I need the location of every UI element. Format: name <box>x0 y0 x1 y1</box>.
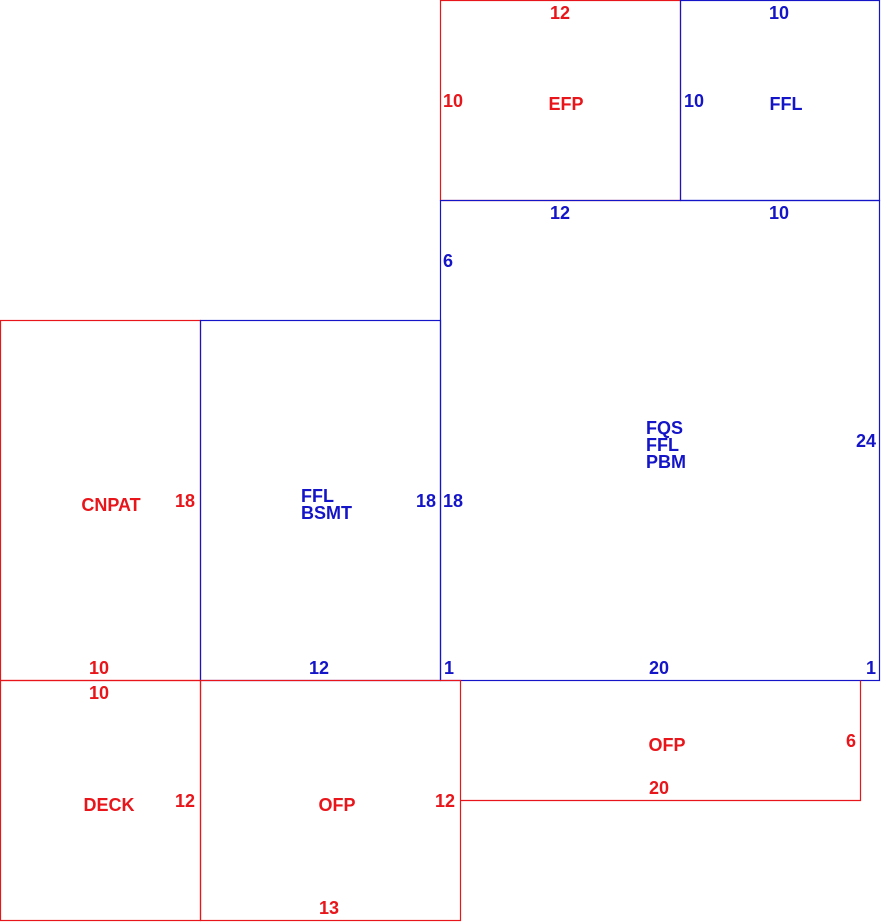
ofp-left-dim-right: 12 <box>435 791 455 811</box>
main-dim-bottom-right: 1 <box>866 658 876 678</box>
efp-dim-top: 12 <box>550 3 570 23</box>
cnpat-dim-bottom: 10 <box>89 658 109 678</box>
deck-label: DECK <box>83 795 134 815</box>
ofp-left-label: OFP <box>318 795 355 815</box>
ffl-top-label: FFL <box>770 94 803 114</box>
efp-label: EFP <box>548 94 583 114</box>
bsmt-label-ffl: FFL <box>301 486 334 506</box>
main-label-pbm: PBM <box>646 452 686 472</box>
bsmt-dim-right: 18 <box>416 491 436 511</box>
main-dim-bottom: 20 <box>649 658 669 678</box>
ofp-right-label: OFP <box>648 735 685 755</box>
ofp-right-outline <box>460 680 862 802</box>
main-dim-top-left: 12 <box>550 203 570 223</box>
deck-dim-top: 10 <box>89 683 109 703</box>
bsmt-dim-bottom: 12 <box>309 658 329 678</box>
cnpat-dim-right: 18 <box>175 491 195 511</box>
cnpat-label: CNPAT <box>81 495 140 515</box>
ofp-right-dim-right: 6 <box>846 731 856 751</box>
ffl-top-dim-top: 10 <box>769 3 789 23</box>
main-dim-right: 24 <box>856 431 876 451</box>
ofp-left-dim-bottom: 13 <box>319 898 339 918</box>
main-dim-top-right: 10 <box>769 203 789 223</box>
ffl-top-dim-left: 10 <box>684 91 704 111</box>
efp-dim-left: 10 <box>443 91 463 111</box>
ofp-right-dim-bottom: 20 <box>649 778 669 798</box>
main-dim-left-lower: 18 <box>443 491 463 511</box>
bsmt-label-bsmt: BSMT <box>301 503 352 523</box>
main-dim-left-upper: 6 <box>443 251 453 271</box>
main-label-ffl: FFL <box>646 435 679 455</box>
main-dim-bottom-left: 1 <box>444 658 454 678</box>
main-label-fqs: FQS <box>646 418 683 438</box>
deck-dim-right: 12 <box>175 791 195 811</box>
